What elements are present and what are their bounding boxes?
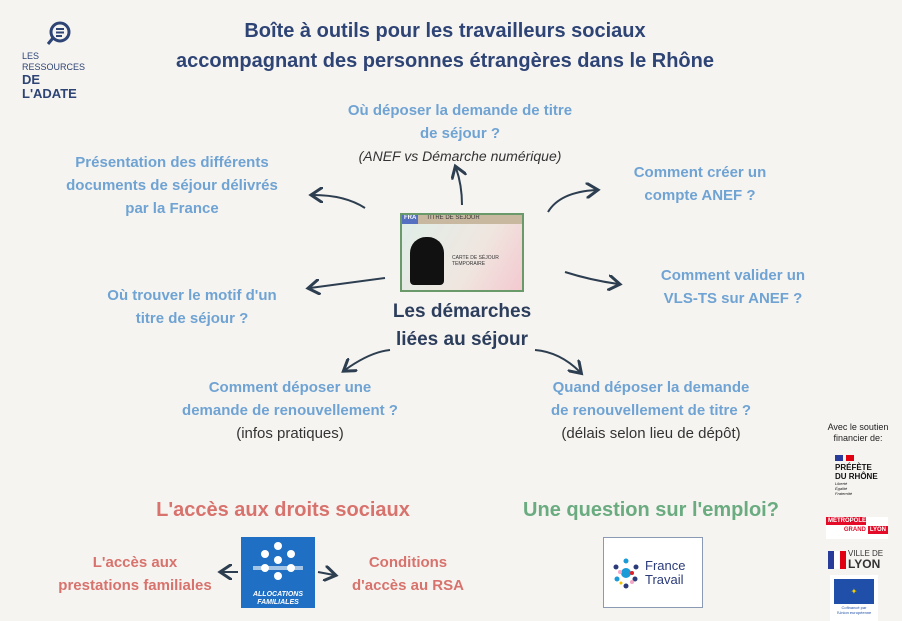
arrow-right <box>564 271 618 284</box>
arrow-left <box>310 277 386 288</box>
arrow-top-right <box>547 190 596 213</box>
magnifier-document-icon <box>46 21 71 45</box>
france-travail-dots-icon <box>613 558 639 588</box>
arrow-caf-right <box>317 572 334 575</box>
social-rights-heading: L'accès aux droits sociaux <box>156 499 410 521</box>
page-title: Boîte à outils pour les travailleurs soc… <box>176 20 714 72</box>
adate-logo: LES RESSOURCES DE L'ADATE <box>22 20 92 101</box>
arrow-top-left <box>313 195 366 209</box>
family-figures-icon <box>253 542 303 580</box>
arrow-bottom-right <box>534 349 580 372</box>
caf-logo[interactable]: ALLOCATIONS FAMILIALES <box>241 537 315 608</box>
employment-heading: Une question sur l'emploi? <box>523 499 779 521</box>
arrow-bottom-left <box>345 349 391 370</box>
arrow-top <box>456 168 462 206</box>
